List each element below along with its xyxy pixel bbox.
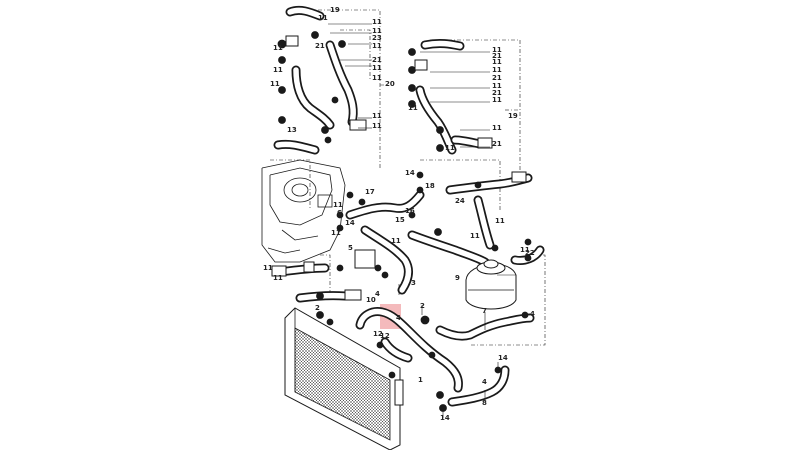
callout-number-11: 11 (495, 217, 505, 225)
callout-number-14: 14 (405, 169, 415, 177)
callout-number-6: 6 (337, 209, 342, 217)
callout-number-11: 11 (273, 66, 283, 74)
callout-number-24: 24 (455, 197, 465, 205)
callout-number-11: 11 (372, 122, 382, 130)
callout-number-19: 19 (508, 112, 518, 120)
callout-number-10: 10 (366, 296, 376, 304)
callout-number-21: 21 (315, 42, 325, 50)
callout-number-22: 22 (525, 249, 535, 257)
callout-number-7: 7 (482, 307, 487, 315)
callout-number-11: 11 (263, 264, 273, 272)
callout-number-4: 4 (396, 314, 401, 322)
callout-number-19: 19 (330, 6, 340, 14)
callout-number-8: 8 (482, 399, 487, 407)
callout-number-3: 3 (411, 279, 416, 287)
callout-number-18: 18 (425, 182, 435, 190)
callout-number-11: 11 (492, 66, 502, 74)
callout-number-15: 15 (395, 216, 405, 224)
leader-lines (328, 23, 530, 418)
callout-number-11: 11 (492, 46, 502, 54)
callout-number-21: 21 (492, 89, 502, 97)
callout-number-11: 11 (273, 44, 283, 52)
callout-number-11: 11 (333, 201, 343, 209)
expansion-tank (465, 259, 517, 310)
callout-number-20: 20 (385, 80, 395, 88)
engine-block (261, 159, 346, 263)
callout-number-17: 17 (365, 188, 375, 196)
callout-number-11: 11 (273, 274, 283, 282)
callout-number-21: 21 (492, 74, 502, 82)
callout-number-4: 4 (530, 310, 535, 318)
callout-number-11: 11 (331, 229, 341, 237)
callout-number-11: 11 (318, 14, 328, 22)
callout-number-11: 11 (372, 112, 382, 120)
callout-number-2: 2 (420, 302, 425, 310)
callout-number-11: 11 (408, 104, 418, 112)
callout-number-11: 11 (520, 246, 530, 254)
hose-group (273, 5, 545, 407)
callout-number-4: 4 (482, 378, 487, 386)
callout-number-13: 13 (287, 126, 297, 134)
callout-number-23: 23 (372, 34, 382, 42)
callout-number-14: 14 (498, 354, 508, 362)
callout-number-11: 11 (492, 82, 502, 90)
callout-number-14: 14 (345, 219, 355, 227)
callout-number-14: 14 (440, 414, 450, 422)
callout-number-21: 21 (492, 140, 502, 148)
callout-number-21: 21 (492, 52, 502, 60)
callout-number-11: 11 (470, 232, 480, 240)
callout-number-9: 9 (455, 274, 460, 282)
callout-number-11: 11 (372, 27, 382, 35)
callout-number-1: 1 (418, 376, 423, 384)
callout-number-16: 16 (405, 207, 415, 215)
callout-number-11: 11 (492, 96, 502, 104)
fittings (271, 31, 532, 412)
callout-number-11: 11 (372, 74, 382, 82)
callout-number-11: 11 (492, 124, 502, 132)
callout-number-4: 4 (375, 290, 380, 298)
radiator (284, 307, 404, 450)
callout-number-11: 11 (270, 80, 280, 88)
callout-number-2: 2 (315, 304, 320, 312)
callout-number-12: 12 (380, 332, 390, 340)
callout-number-11: 11 (372, 18, 382, 26)
callout-number-12: 12 (373, 330, 383, 338)
callout-number-11: 11 (391, 237, 401, 245)
callout-number-11: 11 (492, 58, 502, 66)
callout-number-5: 5 (348, 244, 353, 252)
callout-number-11: 11 (372, 42, 382, 50)
group-brackets (270, 9, 546, 346)
callout-number-11: 11 (372, 64, 382, 72)
callout-number-21: 21 (372, 56, 382, 64)
callout-number-11: 11 (445, 144, 455, 152)
